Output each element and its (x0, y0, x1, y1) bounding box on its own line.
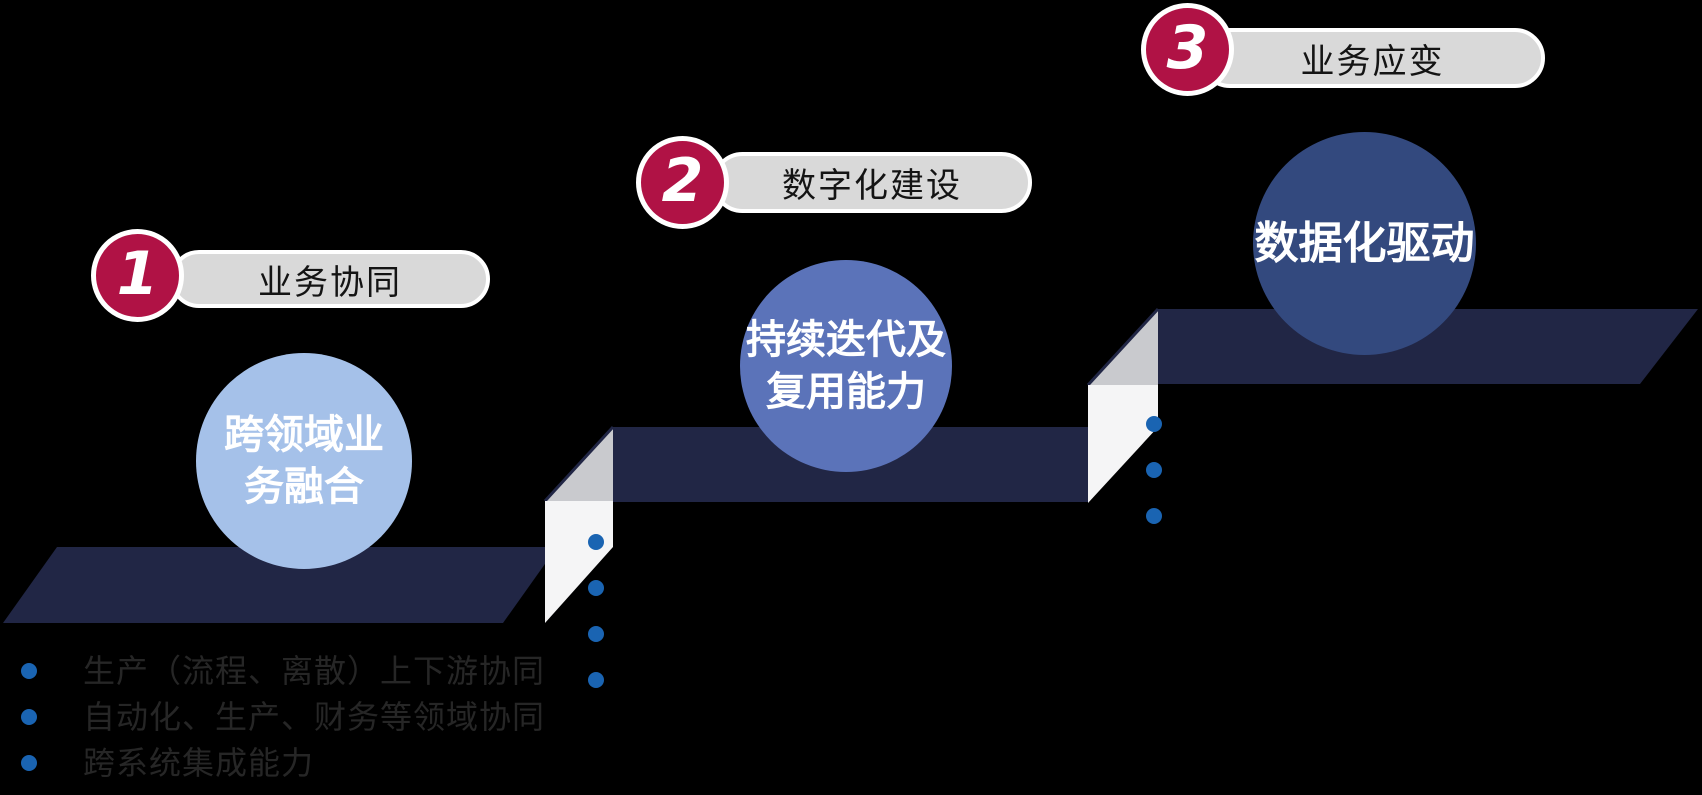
step-2-circle-text-line-2: 复用能力 (766, 369, 926, 415)
step-3-number: 3 (1166, 12, 1209, 83)
step-1-number: 1 (116, 238, 159, 309)
step-2-number: 2 (661, 145, 704, 216)
bullet-dot-icon (21, 755, 37, 771)
step-1-circle-text-line-2: 务融合 (244, 464, 364, 510)
step-2-circle: 持续迭代及 复用能力 (740, 260, 952, 472)
step-1-bullet-list: 生产（流程、离散）上下游协同 自动化、生产、财务等领域协同 跨系统集成能力 (21, 648, 545, 786)
step-2-circle-text-line-1: 持续迭代及 (746, 317, 946, 363)
bullet-dot-icon (588, 672, 604, 688)
bullet-text: 跨系统集成能力 (83, 744, 315, 782)
step-1-platform (3, 547, 557, 623)
riser-1-face (545, 501, 613, 623)
bullet-dot-icon (1146, 462, 1162, 478)
riser-1-fold-edge (543, 425, 615, 503)
bullet-dot-icon (1146, 508, 1162, 524)
step-3-pill-label: 业务应变 (1300, 41, 1445, 82)
bullet-text: 自动化、生产、财务等领域协同 (83, 698, 546, 736)
step-3-number-badge: 3 (1141, 3, 1234, 96)
riser-2-fold-edge (1086, 307, 1160, 387)
step-1-pill: 业务协同 (170, 250, 490, 308)
bullet-dot-icon (21, 663, 37, 679)
bullet-dot-icon (21, 709, 37, 725)
step-1-circle-text-line-1: 跨领域业 (224, 412, 384, 458)
step-1-circle: 跨领域业 务融合 (196, 353, 412, 569)
step-3-bullet-dots (1146, 416, 1162, 554)
step-2-bullet-dots (588, 534, 604, 718)
list-item: 自动化、生产、财务等领域协同 (21, 694, 545, 740)
step-2-pill-label: 数字化建设 (782, 166, 962, 206)
step-1-pill-label: 业务协同 (258, 262, 402, 303)
step-2-number-badge: 2 (636, 136, 729, 229)
riser-2-face (1088, 385, 1158, 503)
step-3-pill: 业务应变 (1200, 28, 1545, 88)
step-1-number-badge: 1 (91, 229, 184, 322)
list-item: 跨系统集成能力 (21, 740, 545, 786)
bullet-dot-icon (588, 534, 604, 550)
list-item: 生产（流程、离散）上下游协同 (21, 648, 545, 694)
bullet-dot-icon (588, 580, 604, 596)
bullet-dot-icon (588, 626, 604, 642)
bullet-dot-icon (1146, 416, 1162, 432)
step-3-circle: 数据化驱动 (1253, 132, 1476, 355)
step-3-circle-text-line-1: 数据化驱动 (1254, 217, 1475, 269)
bullet-text: 生产（流程、离散）上下游协同 (83, 652, 546, 690)
step-2-pill: 数字化建设 (712, 152, 1032, 213)
